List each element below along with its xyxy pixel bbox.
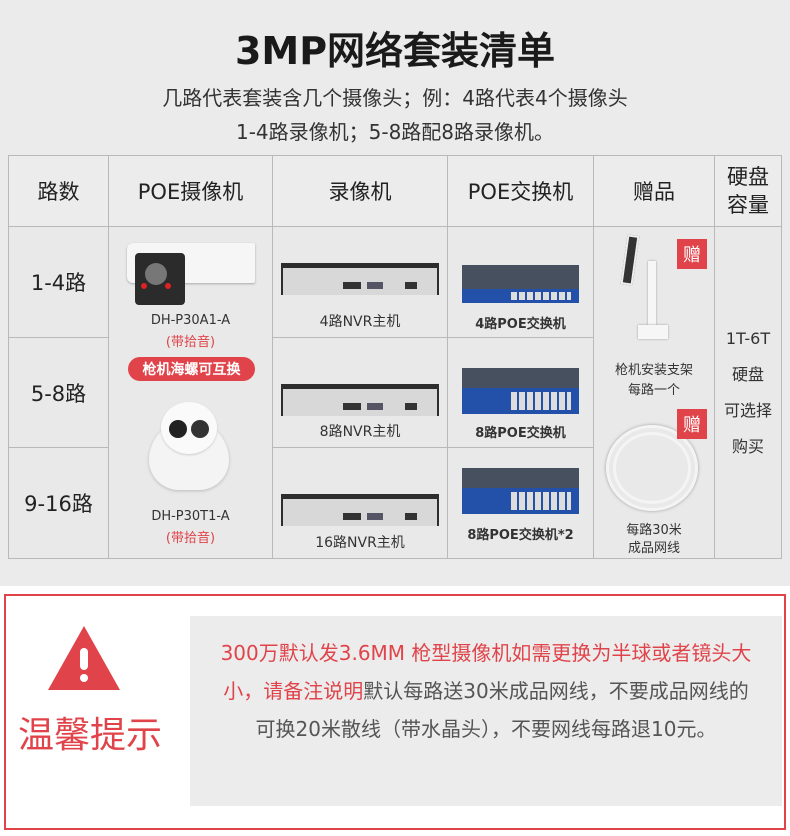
network-cable-image bbox=[606, 425, 698, 511]
header-channels: 路数 bbox=[8, 155, 109, 227]
header-switch: POE交换机 bbox=[447, 155, 594, 227]
nvr-image bbox=[281, 263, 439, 295]
notice-gray-text: 默认每路送30米成品网线，不要成品网线的可换20米散线（带水晶头），不要网线每路… bbox=[255, 679, 749, 741]
disk-line-3: 可选择 bbox=[723, 400, 772, 420]
subtitle-line-1: 几路代表套装含几个摄像头；例：4路代表4个摄像头 bbox=[162, 86, 628, 110]
subtitle-line-2: 1-4路录像机；5-8路配8路录像机。 bbox=[235, 120, 555, 144]
page-title: 3MP网络套装清单 bbox=[234, 29, 556, 73]
disk-line-1: 1T-6T bbox=[725, 328, 771, 348]
poe-switch-image bbox=[462, 368, 579, 414]
disk-line-4: 购买 bbox=[731, 436, 764, 456]
notice-frame bbox=[4, 594, 786, 830]
disk-cell: 1T-6T 硬盘 可选择 购买 bbox=[714, 226, 782, 559]
gift-badge-2: 赠 bbox=[677, 409, 707, 439]
nvr-image bbox=[281, 494, 439, 526]
camera-model-2: DH-P30T1-A bbox=[151, 509, 230, 524]
notice-section: 温馨提示 300万默认发3.6MM 枪型摄像机如需更换为半球或者镜头大小，请备注… bbox=[0, 586, 790, 836]
notice-red-text: 300万默认发3.6MM 枪型摄像机如需更换为半球或者镜头大小，请备注说明 bbox=[220, 641, 752, 703]
header-camera: POE摄像机 bbox=[108, 155, 273, 227]
gift-badge-1: 赠 bbox=[677, 239, 707, 269]
nvr-cell-3: 16路NVR主机 bbox=[272, 447, 448, 559]
switch-label-3: 8路POE交换机*2 bbox=[467, 528, 574, 543]
switch-label-1: 4路POE交换机 bbox=[475, 317, 566, 332]
poe-switch-image bbox=[462, 468, 579, 514]
nvr-image bbox=[281, 384, 439, 416]
bullet-camera-image bbox=[127, 243, 255, 307]
gift-label-2b: 成品网线 bbox=[627, 541, 680, 556]
notice-heading: 温馨提示 bbox=[17, 715, 162, 756]
row-channels-2: 5-8路 bbox=[8, 337, 109, 448]
bracket-image bbox=[620, 234, 684, 345]
switch-cell-2: 8路POE交换机 bbox=[447, 337, 594, 448]
switch-cell-3: 8路POE交换机*2 bbox=[447, 447, 594, 559]
camera-note-2: (带拾音) bbox=[165, 531, 216, 546]
camera-cell: DH-P30A1-A (带拾音) 枪机海螺可互换 DH-P30T1-A (带拾音… bbox=[108, 226, 273, 559]
gift-label-1a: 枪机安装支架 bbox=[614, 363, 693, 378]
header-disk: 硬盘容量 bbox=[714, 155, 782, 227]
poe-switch-image bbox=[462, 265, 579, 303]
dome-camera-image bbox=[149, 402, 229, 492]
header-gift: 赠品 bbox=[593, 155, 715, 227]
switch-cell-1: 4路POE交换机 bbox=[447, 226, 594, 338]
gift-label-2a: 每路30米 bbox=[626, 523, 682, 538]
nvr-cell-2: 8路NVR主机 bbox=[272, 337, 448, 448]
nvr-label-3: 16路NVR主机 bbox=[315, 535, 405, 551]
header-nvr: 录像机 bbox=[272, 155, 448, 227]
disk-line-2: 硬盘 bbox=[731, 364, 764, 384]
notice-body: 300万默认发3.6MM 枪型摄像机如需更换为半球或者镜头大小，请备注说明默认每… bbox=[190, 616, 782, 806]
camera-model-1: DH-P30A1-A bbox=[150, 313, 231, 328]
nvr-label-1: 4路NVR主机 bbox=[319, 314, 401, 330]
switch-label-2: 8路POE交换机 bbox=[475, 426, 566, 441]
nvr-cell-1: 4路NVR主机 bbox=[272, 226, 448, 338]
gift-cell: 赠 枪机安装支架 每路一个 赠 每路30米 成品网线 bbox=[593, 226, 715, 559]
camera-interchangeable-badge: 枪机海螺可互换 bbox=[128, 357, 255, 381]
nvr-label-2: 8路NVR主机 bbox=[319, 424, 401, 440]
row-channels-1: 1-4路 bbox=[8, 226, 109, 338]
gift-label-1b: 每路一个 bbox=[627, 383, 680, 398]
row-channels-3: 9-16路 bbox=[8, 447, 109, 559]
camera-note-1: (带拾音) bbox=[165, 335, 216, 350]
